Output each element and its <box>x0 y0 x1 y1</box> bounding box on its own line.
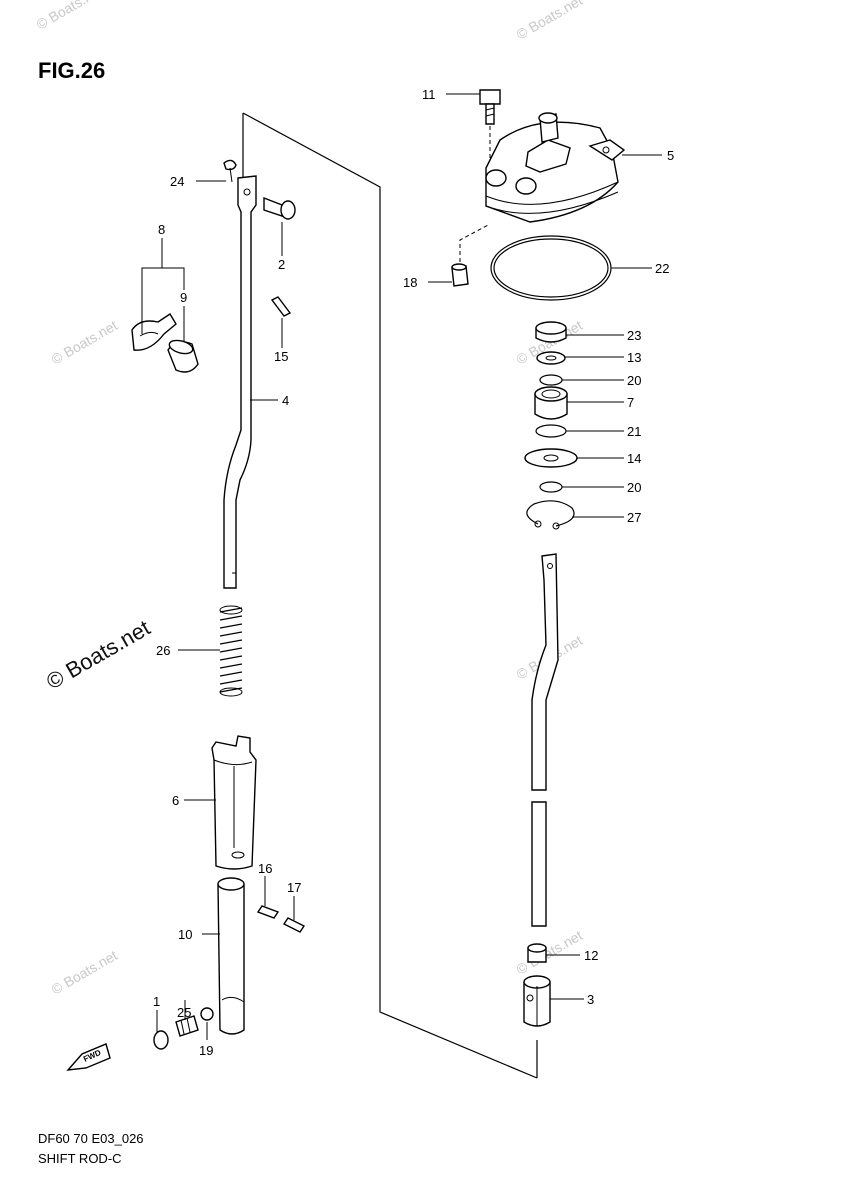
watermark: © Boats.net <box>49 947 121 998</box>
part-16-pin <box>256 905 280 919</box>
callout-7: 7 <box>627 395 634 410</box>
part-17-pin <box>282 917 306 933</box>
part-10-rod <box>217 877 245 1035</box>
part-12-nut <box>527 943 547 963</box>
callout-12: 12 <box>584 948 598 963</box>
callout-14: 14 <box>627 451 641 466</box>
part-22-o-ring <box>490 235 612 301</box>
footer-model-code: DF60 70 E03_026 <box>38 1131 144 1146</box>
callout-16: 16 <box>258 861 272 876</box>
part-4-shift-rod <box>223 175 257 589</box>
part-7-bushing <box>534 386 568 420</box>
shift-rod-lower <box>531 553 559 927</box>
callout-6: 6 <box>172 793 179 808</box>
part-21-o-ring <box>535 424 567 438</box>
callout-21: 21 <box>627 424 641 439</box>
assembly-bracket <box>242 112 538 1079</box>
callout-26: 26 <box>156 643 170 658</box>
callout-20-lower: 20 <box>627 480 641 495</box>
part-1-plug <box>153 1030 169 1050</box>
watermark: © Boats.net <box>34 0 106 33</box>
callout-25: 25 <box>177 1005 191 1020</box>
callout-19: 19 <box>199 1043 213 1058</box>
part-14-washer <box>524 448 578 468</box>
part-9-collar <box>167 339 199 373</box>
part-11-bolt <box>479 89 501 168</box>
part-20-o-ring-upper <box>539 374 563 386</box>
part-8-clip <box>131 313 177 351</box>
callout-17: 17 <box>287 880 301 895</box>
callout-15: 15 <box>274 349 288 364</box>
callout-1: 1 <box>153 994 160 1009</box>
callout-3: 3 <box>587 992 594 1007</box>
part-26-spring <box>219 605 243 697</box>
callout-27: 27 <box>627 510 641 525</box>
part-18-fitting <box>451 223 491 287</box>
callout-13: 13 <box>627 350 641 365</box>
callout-labels: 24 2 15 4 8 9 26 6 10 16 17 1 25 19 11 5… <box>153 87 674 1058</box>
callout-24: 24 <box>170 174 184 189</box>
figure-title: FIG.26 <box>38 58 105 83</box>
part-27-snap-ring <box>526 500 575 530</box>
callout-18: 18 <box>403 275 417 290</box>
part-23-bushing <box>535 321 567 343</box>
callout-4: 4 <box>282 393 289 408</box>
callout-2: 2 <box>278 257 285 272</box>
part-13-washer <box>536 351 566 365</box>
part-15-pin <box>270 296 292 317</box>
callout-10: 10 <box>178 927 192 942</box>
fwd-direction-arrow: FWD <box>66 1043 111 1071</box>
part-3-coupler <box>523 975 551 1027</box>
leader-lines <box>141 93 662 1040</box>
callout-11: 11 <box>422 87 436 102</box>
callout-23: 23 <box>627 328 641 343</box>
part-20-o-ring-lower <box>539 481 563 493</box>
part-19-ball <box>200 1007 214 1021</box>
part-6-sleeve <box>211 735 257 870</box>
callout-5: 5 <box>667 148 674 163</box>
callout-22: 22 <box>655 261 669 276</box>
watermark: © Boats.net <box>49 317 121 368</box>
watermark: © Boats.net <box>514 0 586 43</box>
part-25-spring <box>175 1015 199 1037</box>
watermark-large: © Boats.net <box>42 615 154 694</box>
footer-section-name: SHIFT ROD-C <box>38 1151 122 1166</box>
callout-9: 9 <box>180 290 187 305</box>
callout-20-upper: 20 <box>627 373 641 388</box>
part-2-pin <box>263 196 296 220</box>
part-5-housing <box>485 112 626 223</box>
part-24-clip <box>223 159 237 183</box>
watermark: © Boats.net <box>514 927 586 978</box>
callout-8: 8 <box>158 222 165 237</box>
